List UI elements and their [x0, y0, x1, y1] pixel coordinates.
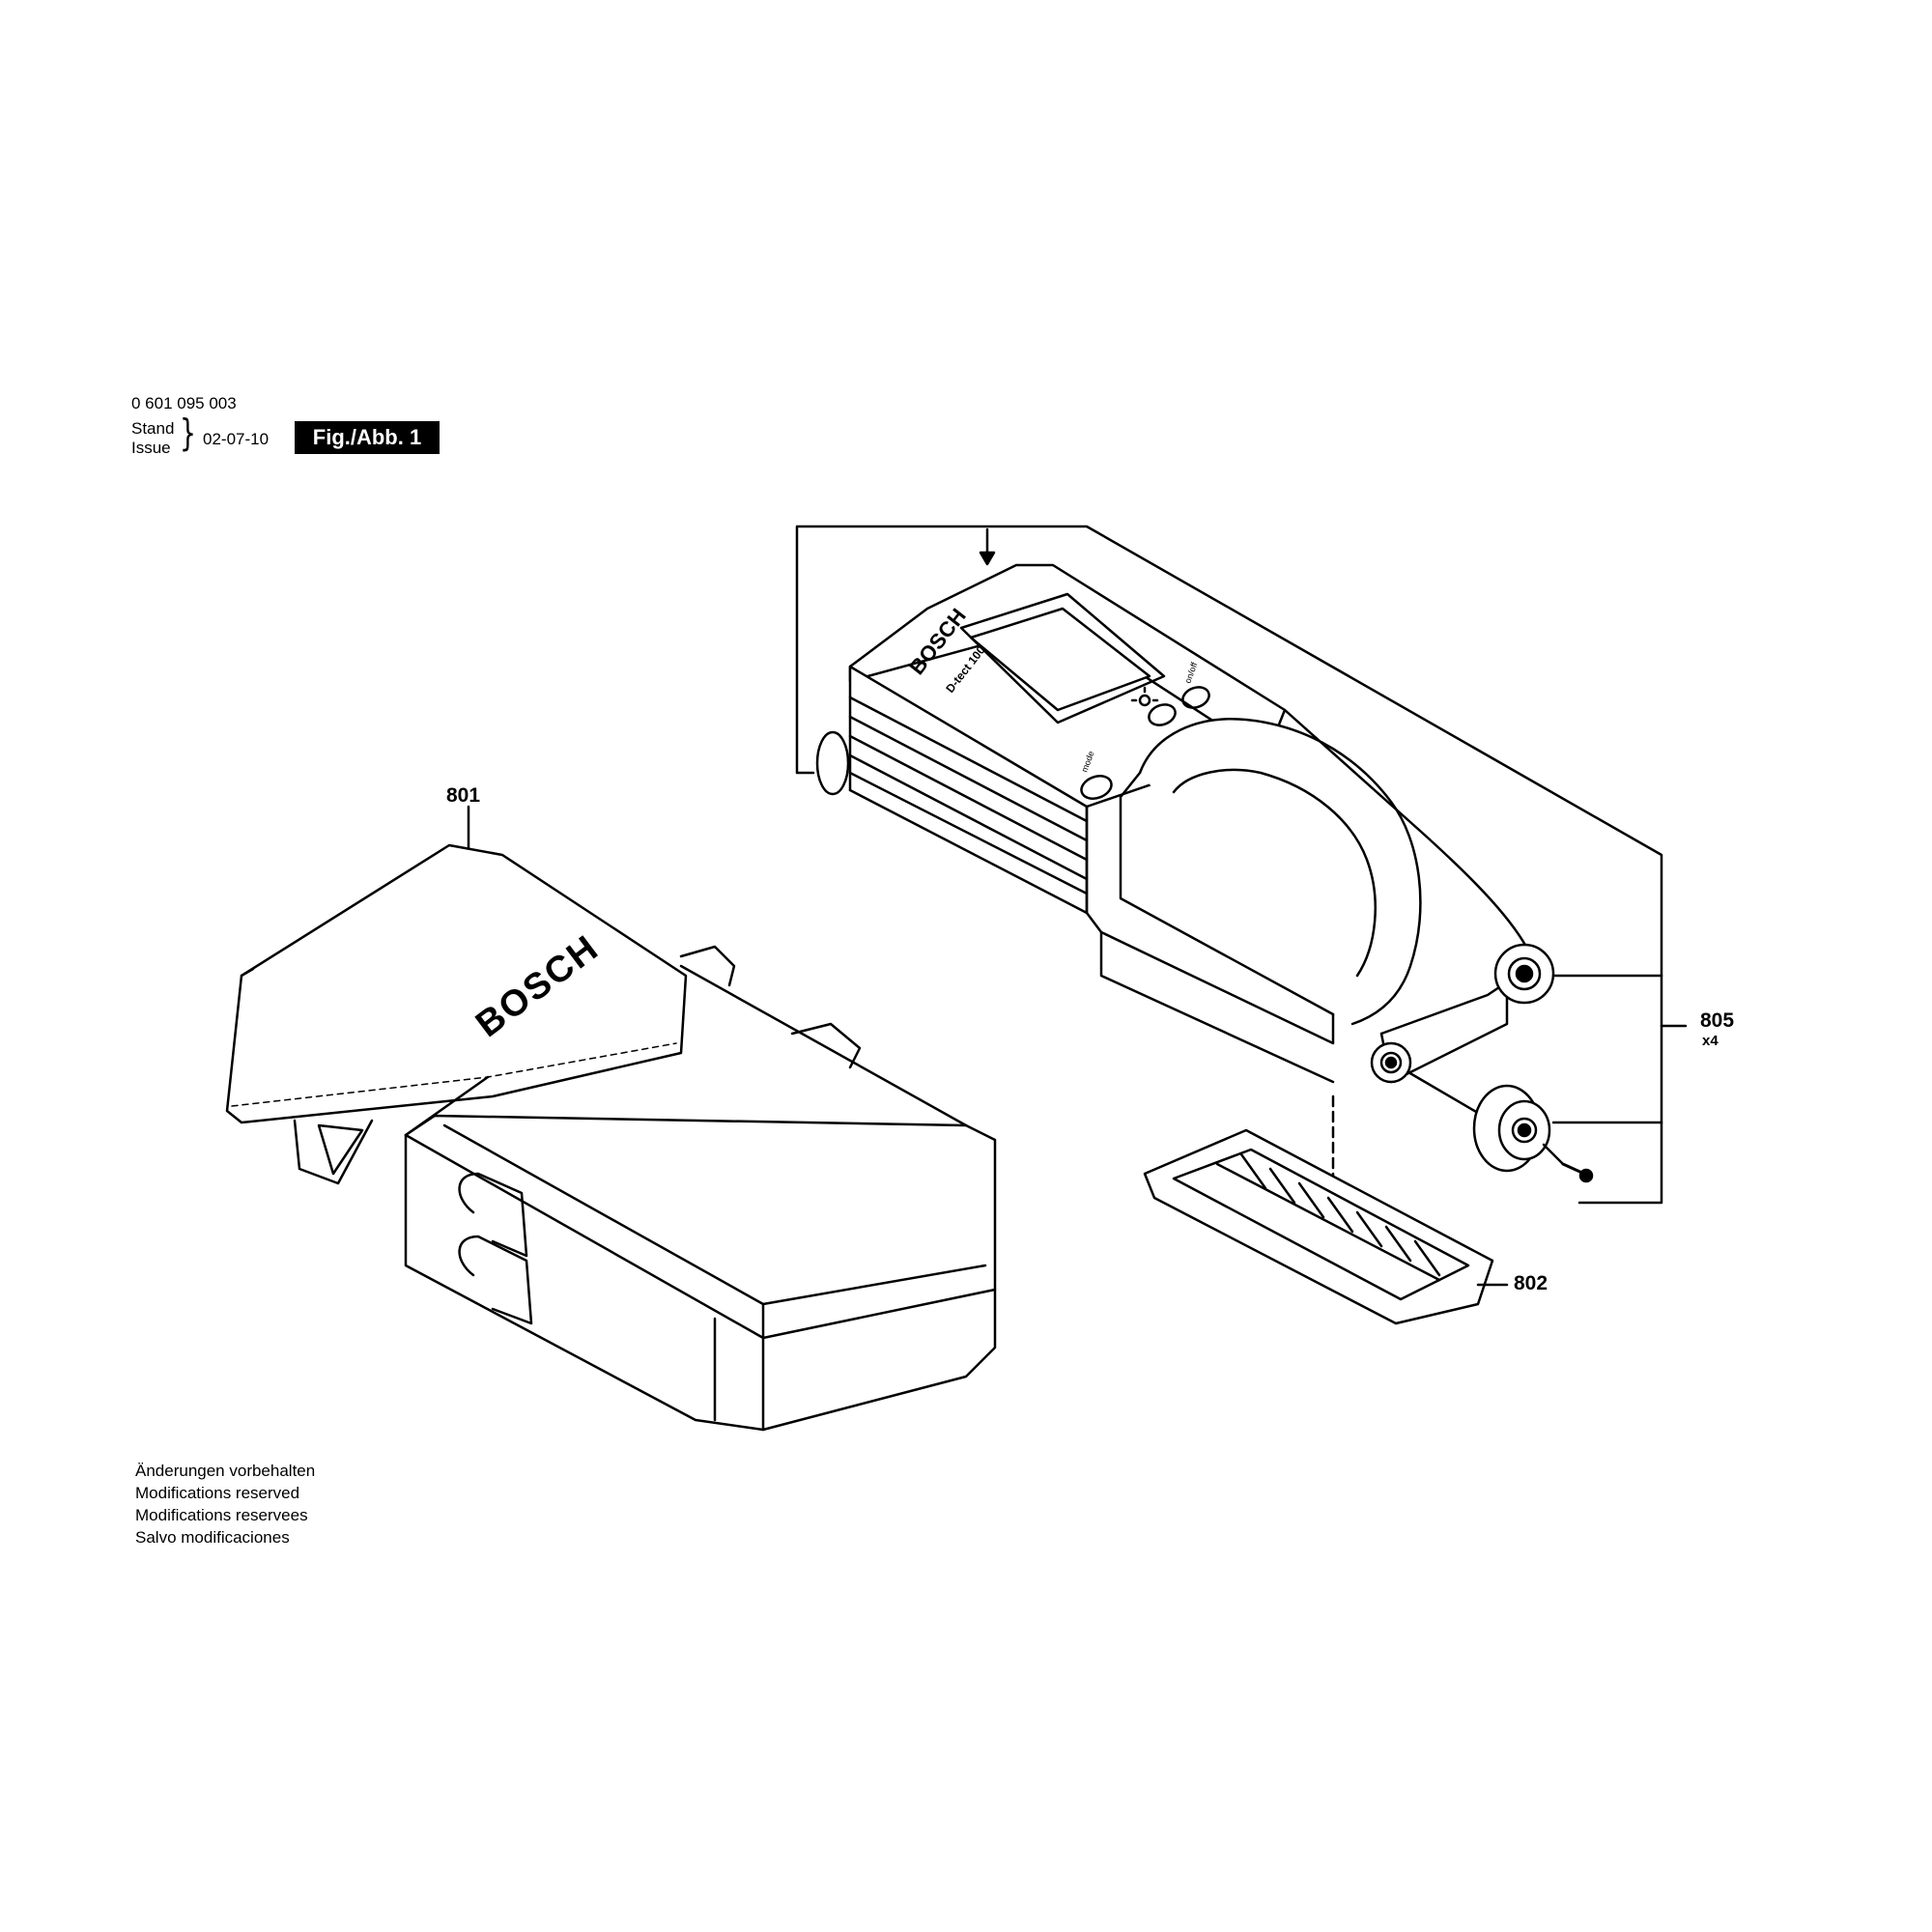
- battery-cover: [1143, 1094, 1509, 1325]
- power-button: [1181, 686, 1210, 709]
- callout-805: 805: [1700, 1009, 1735, 1032]
- callout-802: 802: [1514, 1272, 1548, 1294]
- mode-label: mode: [1079, 750, 1095, 774]
- note-spanish: Salvo modificaciones: [135, 1528, 290, 1547]
- part-number: 0 601 095 003: [131, 394, 237, 412]
- mode-button: [1080, 775, 1113, 800]
- note-french: Modifications reservees: [135, 1506, 308, 1524]
- issue-date: 02-07-10: [203, 430, 270, 448]
- carrying-case: BOSCH: [225, 805, 997, 1432]
- figure-label: Fig./Abb. 1: [295, 421, 440, 454]
- note-german: Änderungen vorbehalten: [135, 1462, 316, 1480]
- wall-detector: BOSCH D-tect 100 mode on/off: [815, 563, 1555, 1084]
- brace-icon: }: [180, 412, 196, 454]
- issue-label: Issue: [131, 439, 171, 457]
- callout-801: 801: [446, 784, 481, 807]
- exploded-wheel: [1406, 1070, 1594, 1183]
- stand-label: Stand: [131, 419, 175, 438]
- callout-805-quantity: x4: [1702, 1033, 1719, 1049]
- light-button: [1148, 703, 1177, 726]
- note-english: Modifications reserved: [135, 1484, 300, 1502]
- assembly-bracket: [795, 525, 1688, 1205]
